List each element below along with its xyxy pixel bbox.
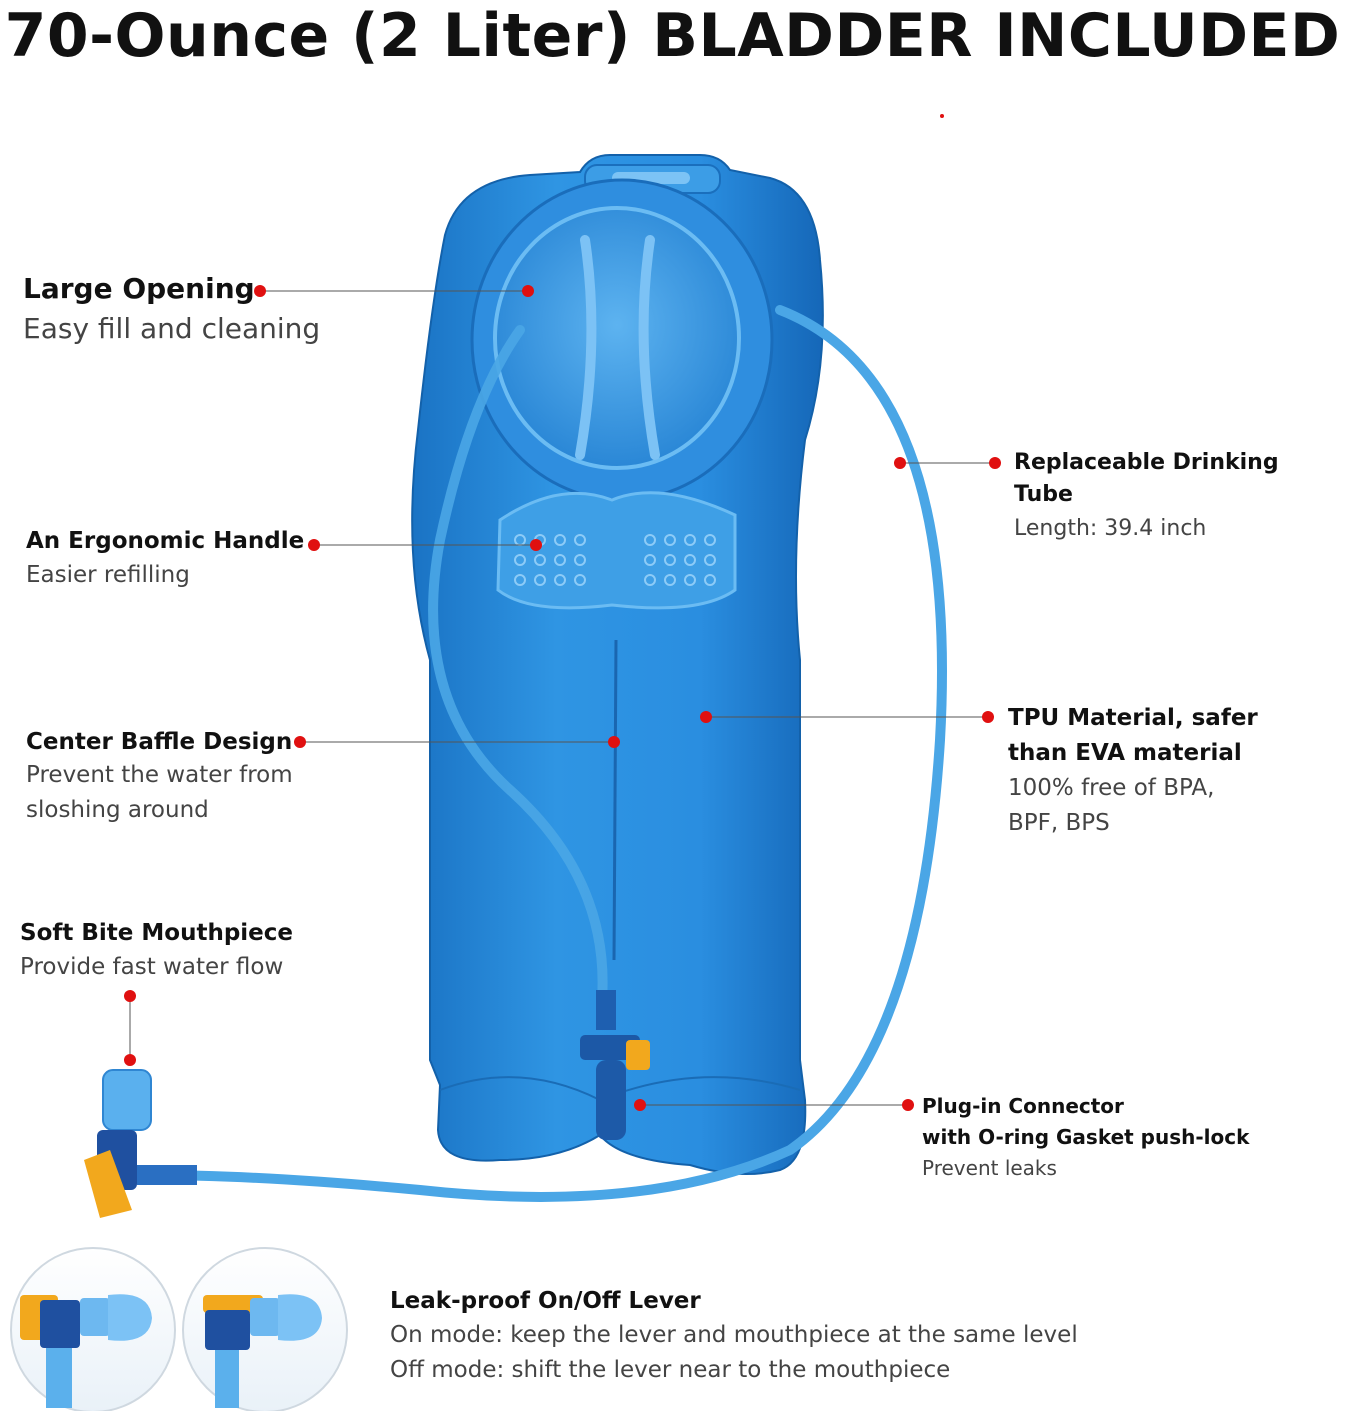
plug-in-connector — [580, 990, 650, 1140]
center-baffle-desc-line1: Prevent the water from — [26, 762, 293, 788]
soft-bite-heading: Soft Bite Mouthpiece — [20, 920, 294, 946]
leak-proof-desc-line2: Off mode: shift the lever near to the mo… — [390, 1357, 951, 1383]
callout-dots — [124, 114, 1001, 1111]
leak-proof-heading: Leak-proof On/Off Lever — [390, 1288, 701, 1314]
tpu-material-desc-line2: BPF, BPS — [1008, 810, 1110, 836]
drinking-tube-label: Replaceable Drinking Tube Length: 39.4 i… — [1014, 447, 1345, 547]
plug-connector-heading-line1: Plug-in Connector — [922, 1094, 1124, 1118]
tpu-material-heading-line2: than EVA material — [1008, 740, 1242, 766]
tpu-material-desc-line1: 100% free of BPA, — [1008, 775, 1215, 801]
large-opening-cap — [470, 178, 774, 502]
ergonomic-handle-label: An Ergonomic Handle Easier refilling — [26, 525, 304, 593]
large-opening-label: Large Opening Easy fill and cleaning — [23, 270, 320, 350]
center-baffle-label: Center Baffle Design Prevent the water f… — [26, 726, 293, 828]
ergonomic-handle — [496, 491, 737, 610]
drinking-tube-heading: Replaceable Drinking Tube — [1014, 450, 1279, 507]
center-baffle-heading: Center Baffle Design — [26, 729, 293, 755]
plug-connector-label: Plug-in Connector with O-ring Gasket pus… — [922, 1091, 1249, 1184]
drinking-tube — [145, 305, 947, 1202]
tpu-material-label: TPU Material, safer than EVA material 10… — [1008, 701, 1258, 841]
off-mode-inset — [182, 1247, 348, 1411]
large-opening-heading: Large Opening — [23, 272, 255, 305]
leak-proof-label: Leak-proof On/Off Lever On mode: keep th… — [390, 1284, 1078, 1388]
soft-bite-label: Soft Bite Mouthpiece Provide fast water … — [20, 917, 293, 985]
bite-valve — [84, 1069, 197, 1218]
soft-bite-desc: Provide fast water flow — [20, 954, 284, 980]
drinking-tube-desc: Length: 39.4 inch — [1014, 516, 1207, 541]
tpu-material-heading-line1: TPU Material, safer — [1008, 705, 1258, 731]
leak-proof-desc-line1: On mode: keep the lever and mouthpiece a… — [390, 1322, 1078, 1348]
large-opening-desc: Easy fill and cleaning — [23, 312, 321, 345]
page-title: 70-Ounce (2 Liter) BLADDER INCLUDED — [4, 1, 1341, 71]
callout-lines — [129, 290, 995, 1106]
plug-connector-heading-line2: with O-ring Gasket push-lock — [922, 1125, 1250, 1149]
ergonomic-handle-desc: Easier refilling — [26, 562, 190, 588]
center-baffle-desc-line2: sloshing around — [26, 797, 209, 823]
plug-connector-desc: Prevent leaks — [922, 1156, 1057, 1180]
on-mode-inset — [10, 1247, 176, 1411]
ergonomic-handle-heading: An Ergonomic Handle — [26, 528, 305, 554]
